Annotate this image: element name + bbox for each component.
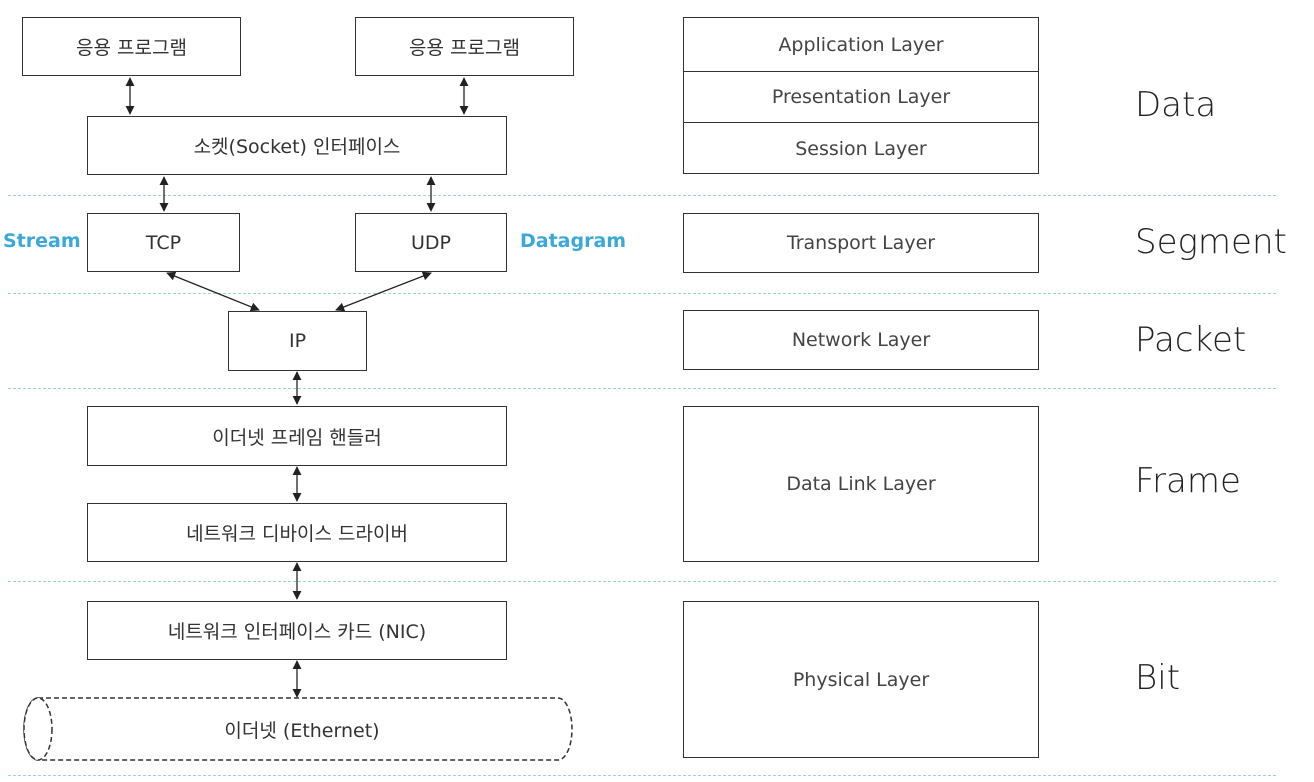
ethernet-label: 이더넷 (Ethernet) (224, 719, 380, 742)
tcp-label: TCP (145, 231, 182, 254)
divider-data-segment (8, 195, 1276, 196)
network-layer: Network Layer (683, 310, 1039, 370)
network-layer-label: Network Layer (791, 329, 931, 351)
divider-segment-packet (8, 293, 1276, 294)
application-program-label-1: 응용 프로그램 (76, 37, 187, 59)
session-layer-label: Session Layer (795, 137, 927, 160)
divider-packet-frame (8, 388, 1276, 389)
ethernet-frame-handler-box: 이더넷 프레임 핸들러 (87, 406, 507, 466)
tcp-box: TCP (87, 213, 240, 272)
nic-label: 네트워크 인터페이스 카드 (NIC) (167, 621, 427, 643)
pdu-data: Data (1135, 85, 1217, 125)
pdu-frame: Frame (1135, 461, 1241, 501)
data-link-layer-label: Data Link Layer (786, 473, 936, 495)
pdu-segment: Segment (1135, 222, 1287, 262)
udp-box: UDP (355, 213, 507, 272)
divider-bottom (8, 775, 1276, 776)
nic-box: 네트워크 인터페이스 카드 (NIC) (87, 601, 507, 660)
pdu-packet: Packet (1135, 320, 1247, 360)
session-layer: Session Layer (683, 123, 1039, 174)
ip-label: IP (288, 330, 307, 352)
application-program-box-1: 응용 프로그램 (22, 17, 241, 76)
physical-layer: Physical Layer (683, 601, 1039, 758)
ethernet-cylinder (23, 697, 573, 761)
network-device-driver-label: 네트워크 디바이스 드라이버 (186, 523, 408, 545)
layer-separator (683, 71, 1039, 72)
ip-box: IP (228, 311, 367, 371)
upper-layers-frame (683, 17, 1039, 174)
presentation-layer-label: Presentation Layer (771, 86, 951, 108)
divider-frame-bit (8, 581, 1276, 582)
transport-layer: Transport Layer (683, 213, 1039, 273)
socket-interface-label: 소켓(Socket) 인터페이스 (193, 136, 401, 158)
layer-separator (683, 122, 1039, 123)
arrow-tcp-ip (166, 271, 260, 312)
presentation-layer: Presentation Layer (683, 72, 1039, 122)
application-layer-label: Application Layer (778, 33, 944, 56)
ethernet-frame-handler-label: 이더넷 프레임 핸들러 (212, 426, 382, 449)
stream-label: Stream (3, 230, 81, 252)
datagram-label: Datagram (520, 230, 627, 252)
transport-layer-label: Transport Layer (786, 232, 936, 254)
application-layer: Application Layer (683, 17, 1039, 72)
physical-layer-label: Physical Layer (792, 668, 930, 691)
socket-interface-box: 소켓(Socket) 인터페이스 (87, 116, 507, 175)
udp-label: UDP (411, 231, 451, 254)
arrow-udp-ip (335, 271, 432, 312)
application-program-label-2: 응용 프로그램 (409, 37, 520, 59)
application-program-box-2: 응용 프로그램 (355, 17, 574, 76)
network-device-driver-box: 네트워크 디바이스 드라이버 (87, 503, 507, 562)
ethernet-medium: 이더넷 (Ethernet) (52, 698, 552, 760)
data-link-layer: Data Link Layer (683, 406, 1039, 562)
pdu-bit: Bit (1135, 658, 1181, 698)
